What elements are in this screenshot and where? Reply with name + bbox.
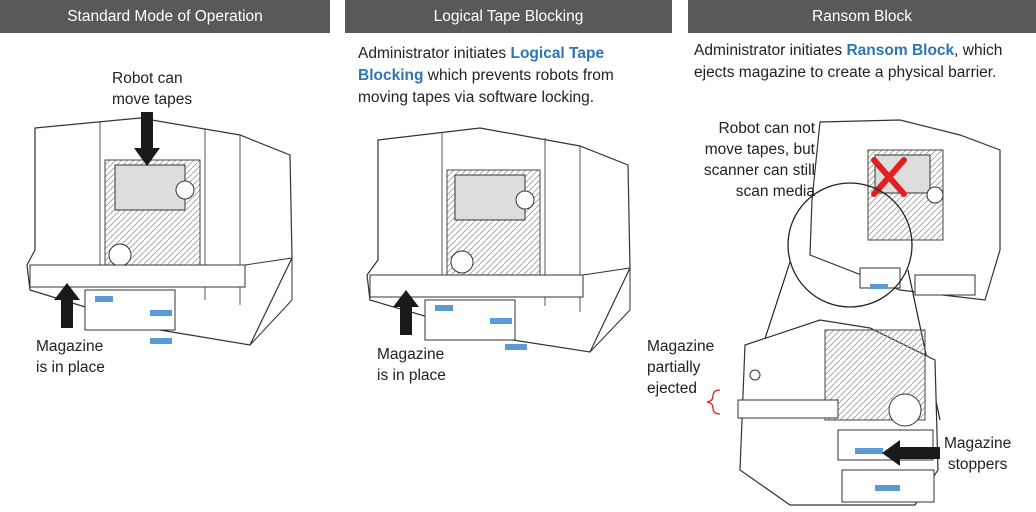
stoppers-label: Magazine stoppers [944,433,1011,475]
logical-description: Administrator initiates Logical Tape Blo… [358,43,658,109]
tape-library-illustration-2 [366,127,631,353]
panel-header-ransom: Ransom Block [688,0,1036,33]
magazine-arrow-up-icon [54,283,80,328]
magazine-label-line-1: Magazine [36,338,104,355]
ejected-label-line-2: partially [647,359,701,376]
ransom-description-highlight: Ransom Block [846,42,955,59]
robot-label-line-1: Robot can not [718,120,815,137]
ransom-description-post: , which ejects magazine to create a phys… [694,42,1003,81]
magazine-label-standard: Magazine is in place [36,336,105,378]
tape-library-illustration-1 [26,117,293,346]
panel-header-standard: Standard Mode of Operation [0,0,330,33]
magazine-label-line-2: is in place [36,359,105,376]
ejected-bracket-icon [706,389,721,415]
ejected-label-line-1: Magazine [647,338,715,355]
robot-label-line-2: move tapes, but [704,141,815,158]
stoppers-label-line-1: Magazine [944,435,1012,452]
logical-description-pre: Administrator initiates [358,45,511,62]
robot-label-line-4: scan media [735,183,815,200]
robot-label-standard: Robot can move tapes [112,68,192,110]
robot-arrow-down-icon [134,112,160,166]
ransom-description-pre: Administrator initiates [694,42,847,59]
magazine-label-line-2: is in place [377,367,446,384]
logical-description-highlight: Logical Tape Blocking [358,45,605,84]
magazine-arrow-up-icon-2 [393,290,419,335]
ransom-description: Administrator initiates Ransom Block, wh… [694,40,1034,84]
robot-label-line-1: Robot can [112,70,183,87]
blocked-x-icon [871,157,907,197]
ejected-label: Magazine partially ejected [647,336,714,399]
panel-header-logical: Logical Tape Blocking [345,0,672,33]
stoppers-arrow-left-icon [882,440,940,466]
zoom-circle [787,182,913,308]
zoomed-library-detail [737,319,939,506]
robot-label-ransom: Robot can not move tapes, but scanner ca… [680,118,815,202]
ejected-label-line-3: ejected [647,380,697,397]
robot-label-line-2: move tapes [112,91,193,108]
magazine-label-logical: Magazine is in place [377,344,446,386]
logical-description-post: which prevents robots from moving tapes … [358,67,614,106]
stoppers-label-line-2: stoppers [947,456,1008,473]
magazine-label-line-1: Magazine [377,346,445,363]
robot-label-line-3: scanner can still [703,162,815,179]
